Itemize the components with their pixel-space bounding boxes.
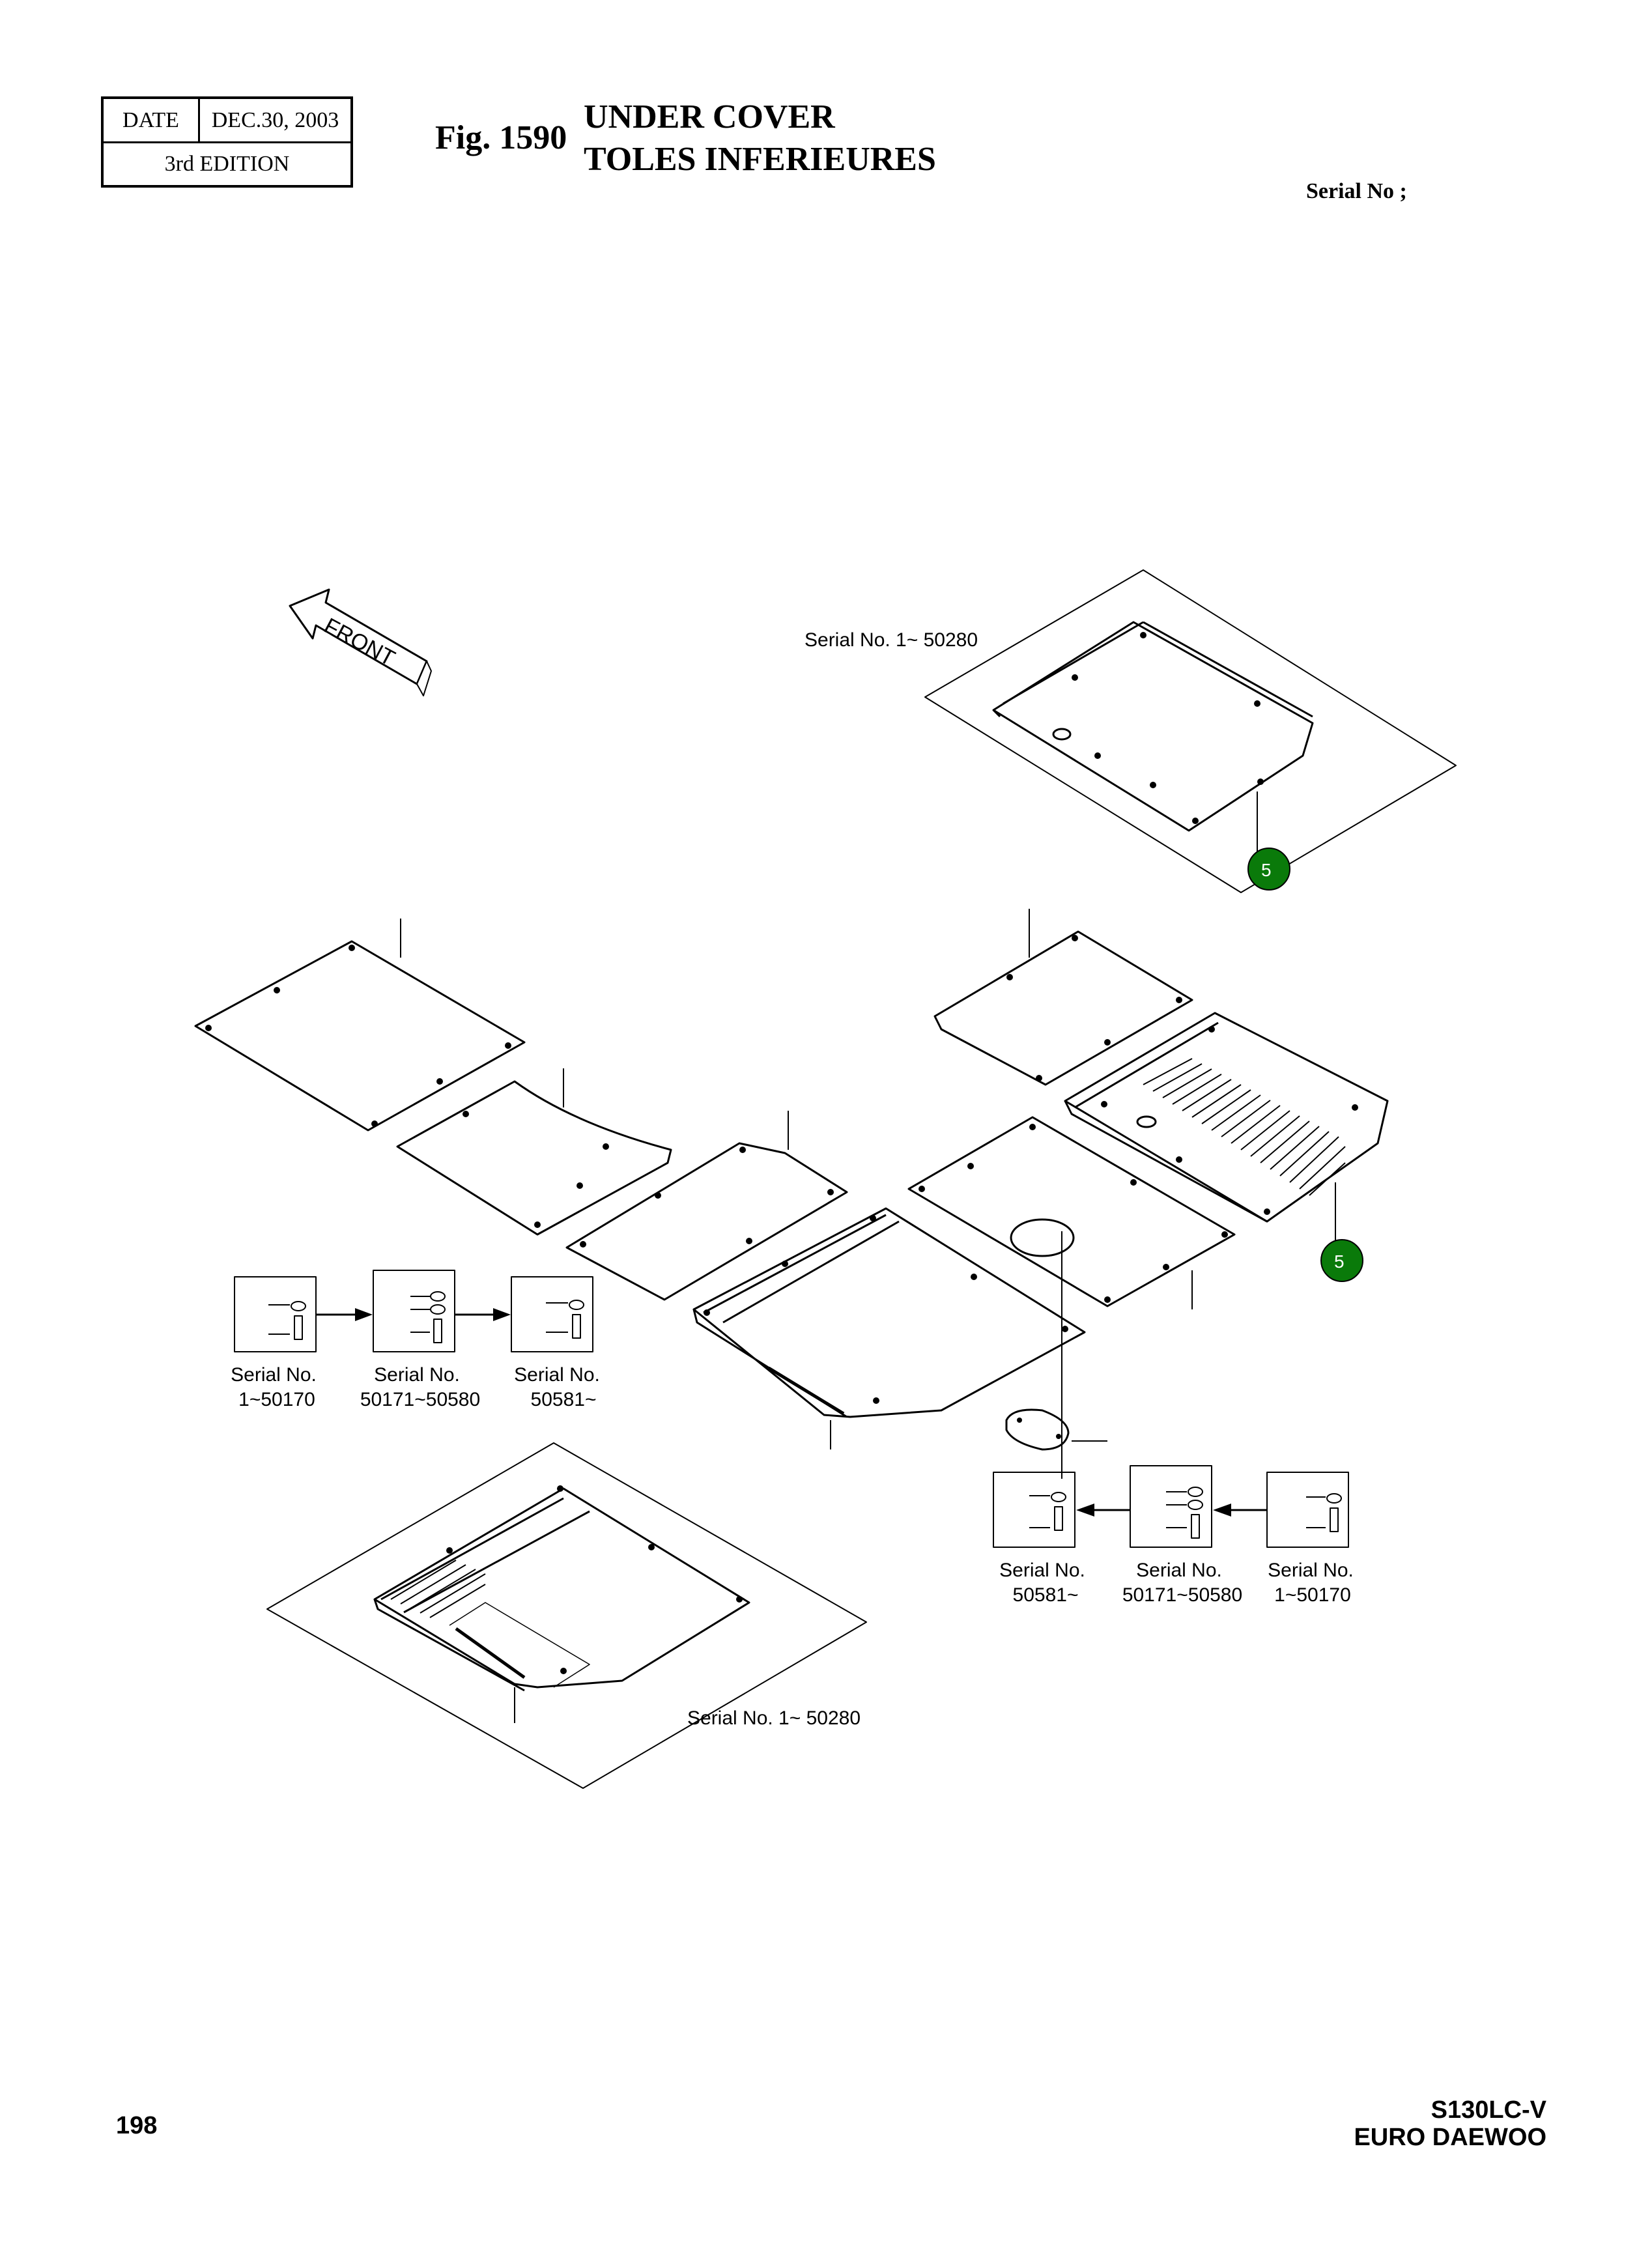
panel-left-large [194, 919, 526, 1132]
panel-center-cover [692, 1207, 1086, 1449]
callout-5-top-label: 5 [1261, 860, 1272, 880]
page-title-english: UNDER COVER [584, 98, 835, 136]
page-title-french: TOLES INFERIEURES [584, 141, 936, 178]
left-inset-2-line2: 50171~50580 [360, 1389, 480, 1410]
callout-5-right-label: 5 [1334, 1251, 1345, 1272]
model-info: S130LC-V EURO DAEWOO [1354, 2096, 1546, 2151]
panel-curved [396, 1068, 672, 1236]
right-inset-2-line1: Serial No. [1136, 1560, 1222, 1581]
left-hardware-insets: Serial No. 1~50170 Serial No. 50171~5058… [231, 1270, 600, 1410]
right-hardware-insets: Serial No. 50581~ Serial No. 50171~50580… [993, 1465, 1354, 1606]
right-inset-2-line2: 50171~50580 [1122, 1584, 1242, 1606]
right-inset-1-line1: Serial No. [999, 1560, 1085, 1581]
date-label: DATE [104, 99, 200, 141]
serial-range-bottom: Serial No. 1~ 50280 [687, 1707, 861, 1729]
left-inset-3-line1: Serial No. [514, 1364, 600, 1386]
panel-right-upper [933, 909, 1193, 1086]
top-detail-view: Serial No. 1~ 50280 5 [805, 569, 1457, 893]
front-direction-arrow: FRONT [289, 588, 432, 696]
right-inset-3-line2: 1~50170 [1274, 1584, 1351, 1606]
date-edition-box: DATE DEC.30, 2003 3rd EDITION [101, 96, 353, 188]
date-row: DATE DEC.30, 2003 [104, 99, 350, 143]
page-number: 198 [116, 2112, 158, 2139]
panel-middle [565, 1111, 848, 1301]
panel-right-louvred: 5 [1064, 1012, 1389, 1282]
callout-5-top [1247, 848, 1290, 891]
serial-range-top: Serial No. 1~ 50280 [805, 629, 978, 651]
serial-number-header: Serial No ; [1306, 179, 1407, 203]
right-inset-1-line2: 50581~ [1013, 1584, 1079, 1606]
left-inset-1-line2: 1~50170 [238, 1389, 315, 1410]
left-inset-1-line1: Serial No. [231, 1364, 317, 1386]
left-inset-3-line2: 50581~ [531, 1389, 597, 1410]
date-value: DEC.30, 2003 [211, 107, 339, 132]
right-inset-3-line1: Serial No. [1268, 1560, 1354, 1581]
figure-number: Fig. 1590 [435, 119, 567, 156]
left-inset-2-line1: Serial No. [374, 1364, 460, 1386]
callout-5-right [1320, 1239, 1363, 1282]
panel-right-lower-hole [907, 1116, 1236, 1479]
edition-label: 3rd EDITION [164, 152, 290, 176]
model-name: S130LC-V [1431, 2096, 1546, 2124]
small-cover-plate [1005, 1408, 1107, 1451]
bottom-detail-view: Serial No. 1~ 50280 [266, 1442, 867, 1789]
manufacturer-name: EURO DAEWOO [1354, 2124, 1546, 2151]
